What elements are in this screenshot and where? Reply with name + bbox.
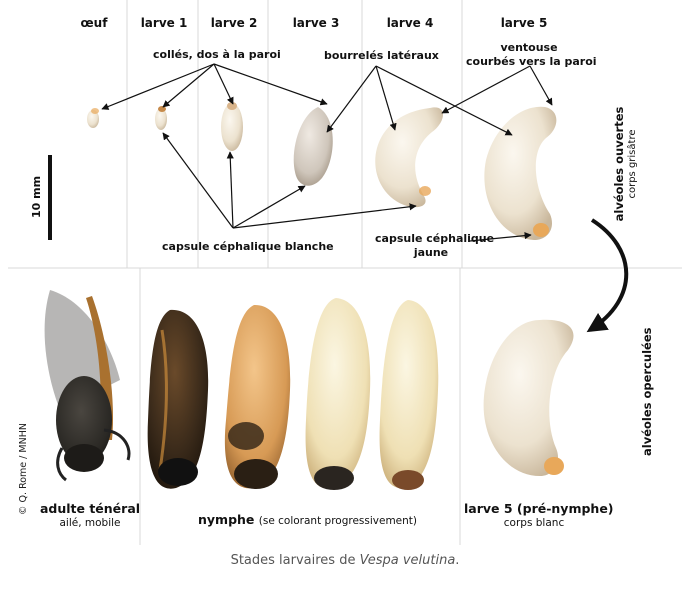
annotation-yellow-head-line-1: capsule céphalique <box>375 232 495 245</box>
adult-specimen <box>44 290 131 482</box>
stage-label-larva-1: larve 1 <box>140 16 188 30</box>
side-label-capped-cells: alvéoles operculées <box>640 327 654 456</box>
stage-label-larva-5: larve 5 <box>500 16 548 30</box>
stage-label-larva-4: larve 4 <box>386 16 434 30</box>
stage-label-larva-2: larve 2 <box>210 16 258 30</box>
nymph-3-specimen <box>305 298 371 490</box>
label-prenymph: larve 5 (pré-nymphe) corps blanc <box>464 501 614 531</box>
side-label-open-cells: alvéoles ouvertes corps grisâtre <box>612 102 643 226</box>
caption-prefix: Stades larvaires de <box>230 553 360 568</box>
label-adult: adulte ténéral ailé, mobile <box>34 501 146 531</box>
larva-2-specimen <box>221 102 243 151</box>
figure-caption: Stades larvaires de Vespa velutina. <box>0 553 690 568</box>
label-nymph-main: nymphe <box>198 512 255 527</box>
scale-label: 10 mm <box>30 175 43 219</box>
side-label-open-main: alvéoles ouvertes <box>612 106 626 222</box>
annotation-white-head: capsule céphalique blanche <box>162 240 334 253</box>
annotation-yellow-head-line-2: jaune <box>413 246 449 259</box>
annotation-sucker-line-1: ventouse <box>500 41 558 54</box>
label-nymph-sub: (se colorant progressivement) <box>258 515 418 527</box>
nymph-2-specimen <box>224 304 291 489</box>
annotation-arrows <box>101 63 629 333</box>
annotation-sucker-line-2: courbés vers la paroi <box>466 55 597 68</box>
nymph-4-specimen <box>379 300 439 490</box>
annotation-sucker: ventouse courbés vers la paroi <box>466 41 597 69</box>
egg-specimen <box>87 108 99 128</box>
stage-label-larva-3: larve 3 <box>292 16 340 30</box>
prenymph-specimen <box>483 319 574 476</box>
photo-credit: © Q. Rome / MNHN <box>18 423 29 515</box>
label-prenymph-sub: corps blanc <box>503 517 565 529</box>
larva-4-specimen <box>375 107 443 208</box>
stage-label-egg: œuf <box>80 16 108 30</box>
annotation-glued: collés, dos à la paroi <box>153 48 281 61</box>
caption-suffix: . <box>455 553 460 568</box>
grid-dividers <box>8 0 682 545</box>
annotation-yellow-head: capsule céphalique jaune <box>375 232 495 260</box>
larva-5-specimen <box>484 106 557 240</box>
caption-species: Vespa velutina <box>359 553 456 568</box>
label-prenymph-main: larve 5 (pré-nymphe) <box>464 501 614 516</box>
label-adult-main: adulte ténéral <box>39 501 141 516</box>
label-nymph: nymphe (se colorant progressivement) <box>198 512 417 527</box>
label-adult-sub: ailé, mobile <box>59 517 121 529</box>
larva-1-specimen <box>155 106 167 130</box>
annotation-lateral-bulges: bourrelés latéraux <box>324 49 439 62</box>
larva-3-specimen <box>293 107 333 186</box>
nymph-1-specimen <box>147 309 209 489</box>
side-label-open-sub: corps grisâtre <box>627 129 638 199</box>
